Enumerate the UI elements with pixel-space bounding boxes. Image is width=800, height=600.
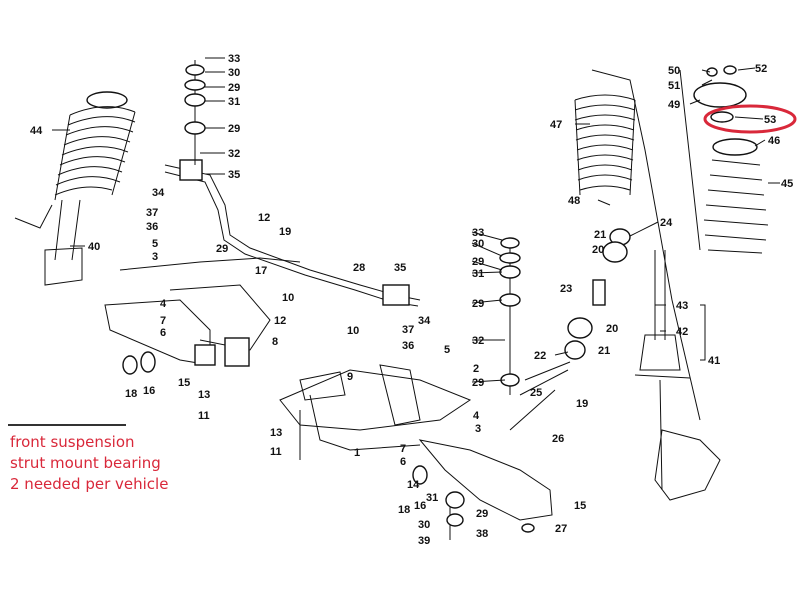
part-label: 30 <box>418 519 430 531</box>
left-strut-assembly <box>14 91 136 286</box>
highlight-ellipse <box>703 104 797 134</box>
part-label: 35 <box>228 169 240 181</box>
part-label: 21 <box>598 345 610 357</box>
part-label: 15 <box>574 500 586 512</box>
part-label: 27 <box>555 523 567 535</box>
part-label: 8 <box>272 336 278 348</box>
part-label: 30 <box>472 238 484 250</box>
part-label: 21 <box>594 229 606 241</box>
part-label: 33 <box>228 53 240 65</box>
part-label: 29 <box>216 243 228 255</box>
part-label: 17 <box>255 265 267 277</box>
part-label: 33 <box>472 227 484 239</box>
part-label: 6 <box>160 327 166 339</box>
part-labels: 44 40 33 30 29 31 29 32 35 34 37 36 5 3 … <box>30 53 793 547</box>
part-label: 26 <box>552 433 564 445</box>
part-label: 9 <box>347 371 353 383</box>
part-label: 29 <box>228 82 240 94</box>
part-label: 7 <box>160 315 166 327</box>
part-label: 52 <box>755 63 767 75</box>
part-label: 13 <box>198 389 210 401</box>
part-label: 37 <box>402 324 414 336</box>
part-label: 10 <box>282 292 294 304</box>
part-label: 6 <box>400 456 406 468</box>
right-strut-assembly <box>564 65 769 501</box>
part-label: 36 <box>402 340 414 352</box>
part-label: 16 <box>414 500 426 512</box>
part-label: 31 <box>426 492 438 504</box>
part-label: 29 <box>472 377 484 389</box>
part-label: 39 <box>418 535 430 547</box>
part-label: 5 <box>444 344 450 356</box>
part-label: 48 <box>568 195 580 207</box>
annotation-note: front suspension strut mount bearing 2 n… <box>10 432 168 495</box>
part-label: 36 <box>146 221 158 233</box>
part-label: 11 <box>270 446 282 458</box>
part-label: 13 <box>270 427 282 439</box>
note-line-2: strut mount bearing <box>10 454 161 472</box>
part-label: 35 <box>394 262 406 274</box>
part-label: 51 <box>668 80 680 92</box>
part-label: 1 <box>354 447 360 459</box>
part-label: 23 <box>560 283 572 295</box>
part-label: 32 <box>228 148 240 160</box>
crossmember-assembly <box>104 60 571 540</box>
part-label: 29 <box>472 256 484 268</box>
part-label: 31 <box>228 96 240 108</box>
part-label: 44 <box>30 125 43 137</box>
part-label: 41 <box>708 355 720 367</box>
part-label: 25 <box>530 387 542 399</box>
part-label: 42 <box>676 326 688 338</box>
part-label: 20 <box>592 244 604 256</box>
part-label: 3 <box>152 251 158 263</box>
part-label: 10 <box>347 325 359 337</box>
part-label: 53 <box>764 114 776 126</box>
part-label: 40 <box>88 241 100 253</box>
part-label: 4 <box>160 298 167 310</box>
part-label: 16 <box>143 385 155 397</box>
part-label: 12 <box>258 212 270 224</box>
part-label: 34 <box>418 315 431 327</box>
part-label: 29 <box>472 298 484 310</box>
part-label: 5 <box>152 238 158 250</box>
part-label: 3 <box>475 423 481 435</box>
note-divider <box>8 424 126 426</box>
part-label: 19 <box>576 398 588 410</box>
part-label: 47 <box>550 119 562 131</box>
part-label: 30 <box>228 67 240 79</box>
part-label: 45 <box>781 178 793 190</box>
part-label: 22 <box>534 350 546 362</box>
part-label: 7 <box>400 443 406 455</box>
note-line-3: 2 needed per vehicle <box>10 475 169 493</box>
part-label: 14 <box>407 479 420 491</box>
part-label: 19 <box>279 226 291 238</box>
part-label: 31 <box>472 268 484 280</box>
part-label: 20 <box>606 323 618 335</box>
part-label: 24 <box>660 217 673 229</box>
part-label: 38 <box>476 528 488 540</box>
part-label: 49 <box>668 99 680 111</box>
part-label: 50 <box>668 65 680 77</box>
note-line-1: front suspension <box>10 433 135 451</box>
part-label: 37 <box>146 207 158 219</box>
part-label: 11 <box>198 410 210 422</box>
part-label: 28 <box>353 262 365 274</box>
part-label: 29 <box>476 508 488 520</box>
part-label: 34 <box>152 187 165 199</box>
part-label: 18 <box>398 504 410 516</box>
part-label: 4 <box>473 410 480 422</box>
part-label: 29 <box>228 123 240 135</box>
part-label: 12 <box>274 315 286 327</box>
part-label: 15 <box>178 377 190 389</box>
part-label: 46 <box>768 135 780 147</box>
part-label: 43 <box>676 300 688 312</box>
part-label: 18 <box>125 388 137 400</box>
part-label: 2 <box>473 363 479 375</box>
leader-lines <box>52 57 780 383</box>
part-label: 32 <box>472 335 484 347</box>
